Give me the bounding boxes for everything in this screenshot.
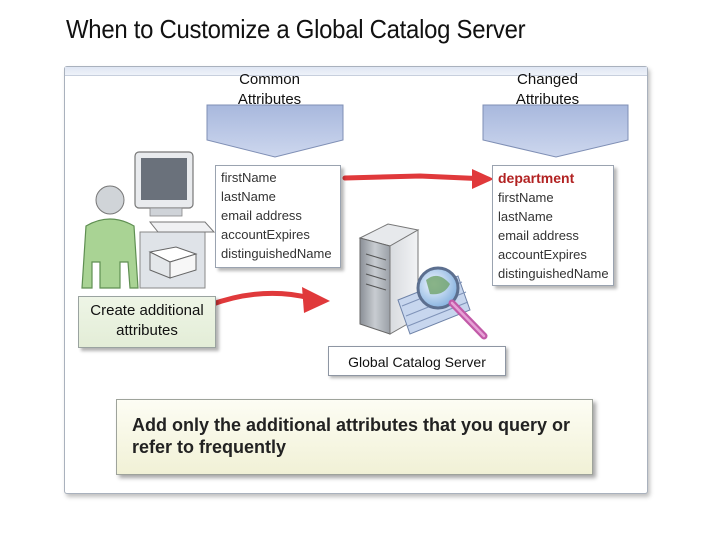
highlighted-list-item: department xyxy=(498,170,575,186)
guidance-note: Add only the additional attributes that … xyxy=(116,399,593,475)
changed-attributes-list: department firstName lastName email addr… xyxy=(492,165,614,286)
changed-attributes-heading: Changed Attributes xyxy=(515,71,580,108)
list-item: email address xyxy=(221,208,302,223)
common-attributes-heading: Common Attributes xyxy=(237,71,302,108)
list-item: firstName xyxy=(221,170,277,185)
add-attributes-arrow xyxy=(207,287,330,313)
list-item: distinguishedName xyxy=(498,266,609,281)
magnifying-glass-icon xyxy=(397,266,488,340)
list-item: accountExpires xyxy=(498,247,587,262)
panel-header-bar xyxy=(65,67,647,76)
changed-attributes-tab xyxy=(482,104,629,158)
attribute-change-arrow xyxy=(342,169,494,189)
list-item: lastName xyxy=(221,189,276,204)
list-item: firstName xyxy=(498,190,554,205)
list-item: accountExpires xyxy=(221,227,310,242)
common-attributes-list: firstName lastName email address account… xyxy=(215,165,341,268)
slide-title: When to Customize a Global Catalog Serve… xyxy=(66,14,526,44)
user-at-computer-icon xyxy=(81,151,216,289)
list-item: distinguishedName xyxy=(221,246,332,261)
list-item: lastName xyxy=(498,209,553,224)
common-attributes-tab xyxy=(206,104,344,158)
list-item: email address xyxy=(498,228,579,243)
server-icon xyxy=(358,223,420,335)
server-label: Global Catalog Server xyxy=(328,346,506,376)
create-attributes-callout: Create additional attributes xyxy=(78,296,216,348)
